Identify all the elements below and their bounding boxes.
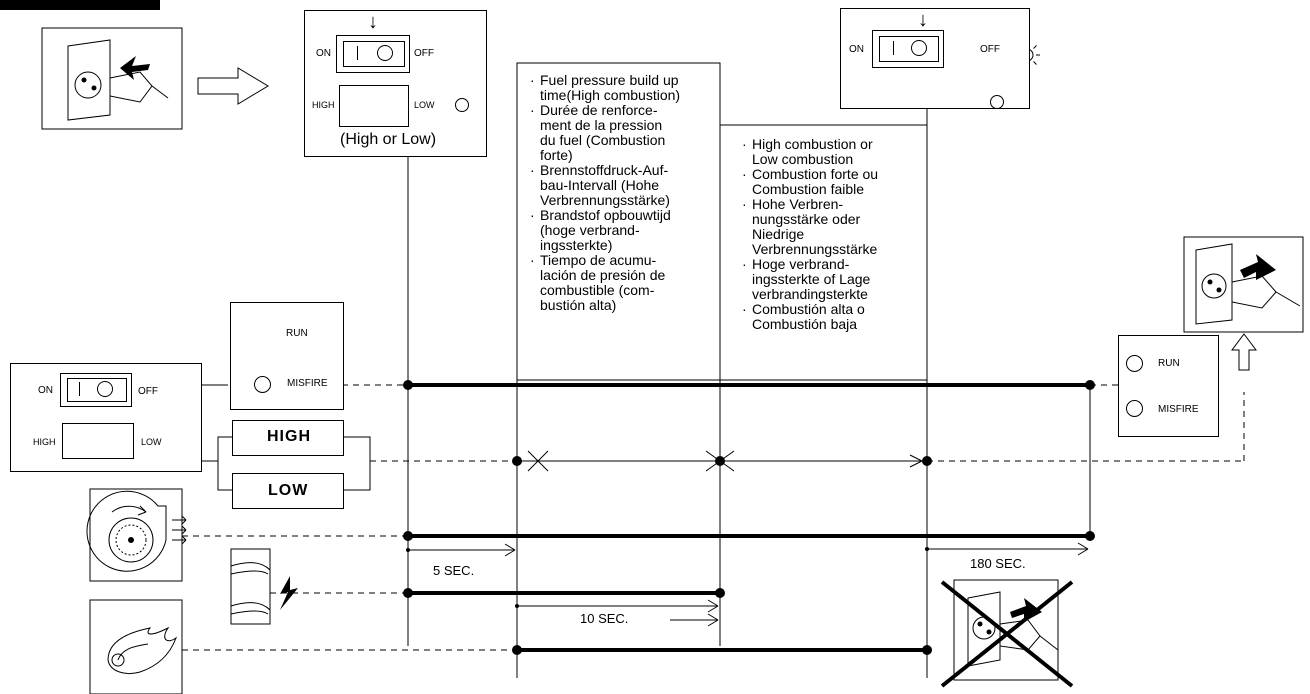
misfire-label: MISFIRE xyxy=(287,378,328,389)
note-text: Fuel pressure build up time(High combust… xyxy=(540,72,681,103)
misfire-label-2: MISFIRE xyxy=(1158,404,1199,415)
high-label: HIGH xyxy=(312,100,335,110)
high-low-switch-2[interactable] xyxy=(62,423,134,459)
on-label-2: ON xyxy=(849,44,864,55)
misfire-lamp-icon xyxy=(254,376,271,393)
run-label: RUN xyxy=(286,328,308,339)
flame-icon xyxy=(89,599,183,694)
note-box-right-frame xyxy=(719,124,928,381)
high-label-2: HIGH xyxy=(33,437,56,447)
power-switch-2[interactable] xyxy=(872,30,944,68)
low-label-2: LOW xyxy=(141,437,162,447)
off-label-3: OFF xyxy=(138,386,158,397)
power-switch[interactable] xyxy=(336,35,410,73)
switch-panel-right xyxy=(840,8,1030,109)
low-label: LOW xyxy=(414,100,435,110)
run-label-2: RUN xyxy=(1158,358,1180,369)
plug-insert-icon xyxy=(41,27,183,130)
note-text: Tiempo de acumu- lación de presión de co… xyxy=(540,252,666,313)
spark-electrode-icon xyxy=(230,548,298,625)
on-label: ON xyxy=(316,48,331,59)
low-bar-label: LOW xyxy=(268,482,309,499)
note-text: Combustión alta o Combustión baja xyxy=(752,301,865,332)
sequence-arrow xyxy=(197,67,269,105)
timing-180-sec: 180 SEC. xyxy=(970,556,1026,571)
indicator-panel-right xyxy=(1118,335,1219,437)
caption-high-or-low: (High or Low) xyxy=(340,131,437,148)
note-text: Brennstoffdruck-Auf- bau-Intervall (Hohe… xyxy=(540,162,670,208)
off-label: OFF xyxy=(414,48,434,59)
power-switch-3[interactable] xyxy=(60,373,132,407)
timing-5-sec: 5 SEC. xyxy=(433,563,475,578)
fan-icon xyxy=(86,488,187,582)
note-fuel-pressure: ·Fuel pressure build up time(High combus… xyxy=(530,72,681,313)
note-text: High combustion or Low combustion xyxy=(752,136,873,167)
note-text: Durée de renforce- ment de la pression d… xyxy=(540,102,666,163)
high-bar-label: HIGH xyxy=(267,428,311,445)
lamp-off-icon xyxy=(455,98,469,112)
high-bar xyxy=(232,420,344,456)
header-bar xyxy=(0,0,160,10)
note-text: Combustion forte ou Combustion faible xyxy=(752,166,879,197)
unplug-arrow xyxy=(1231,333,1257,371)
high-low-switch[interactable] xyxy=(339,85,409,127)
note-text: Hoge verbrand- ingssterkte of Lage verbr… xyxy=(752,256,871,302)
press-arrow-icon: ↓ xyxy=(368,11,378,33)
note-text: Brandstof opbouwtijd (hoge verbrand- ing… xyxy=(540,207,671,253)
timing-10-sec: 10 SEC. xyxy=(580,611,629,626)
note-combustion: ·High combustion or Low combustion ·Comb… xyxy=(742,136,879,332)
indicator-panel xyxy=(230,302,344,410)
off-label-2: OFF xyxy=(980,44,1000,55)
low-bar xyxy=(232,473,344,509)
lamp-off-icon-2 xyxy=(990,95,1004,109)
run-lamp-off-icon xyxy=(1126,355,1143,372)
misfire-lamp-off-icon xyxy=(1126,400,1143,417)
press-arrow-icon-2: ↓ xyxy=(918,9,928,31)
no-unplug-icon xyxy=(940,579,1074,688)
on-label-3: ON xyxy=(38,385,53,396)
note-text: Hohe Verbren- nungsstärke oder Niedrige … xyxy=(752,196,878,257)
switch-panel-top xyxy=(304,10,487,157)
plug-remove-icon xyxy=(1183,236,1304,333)
